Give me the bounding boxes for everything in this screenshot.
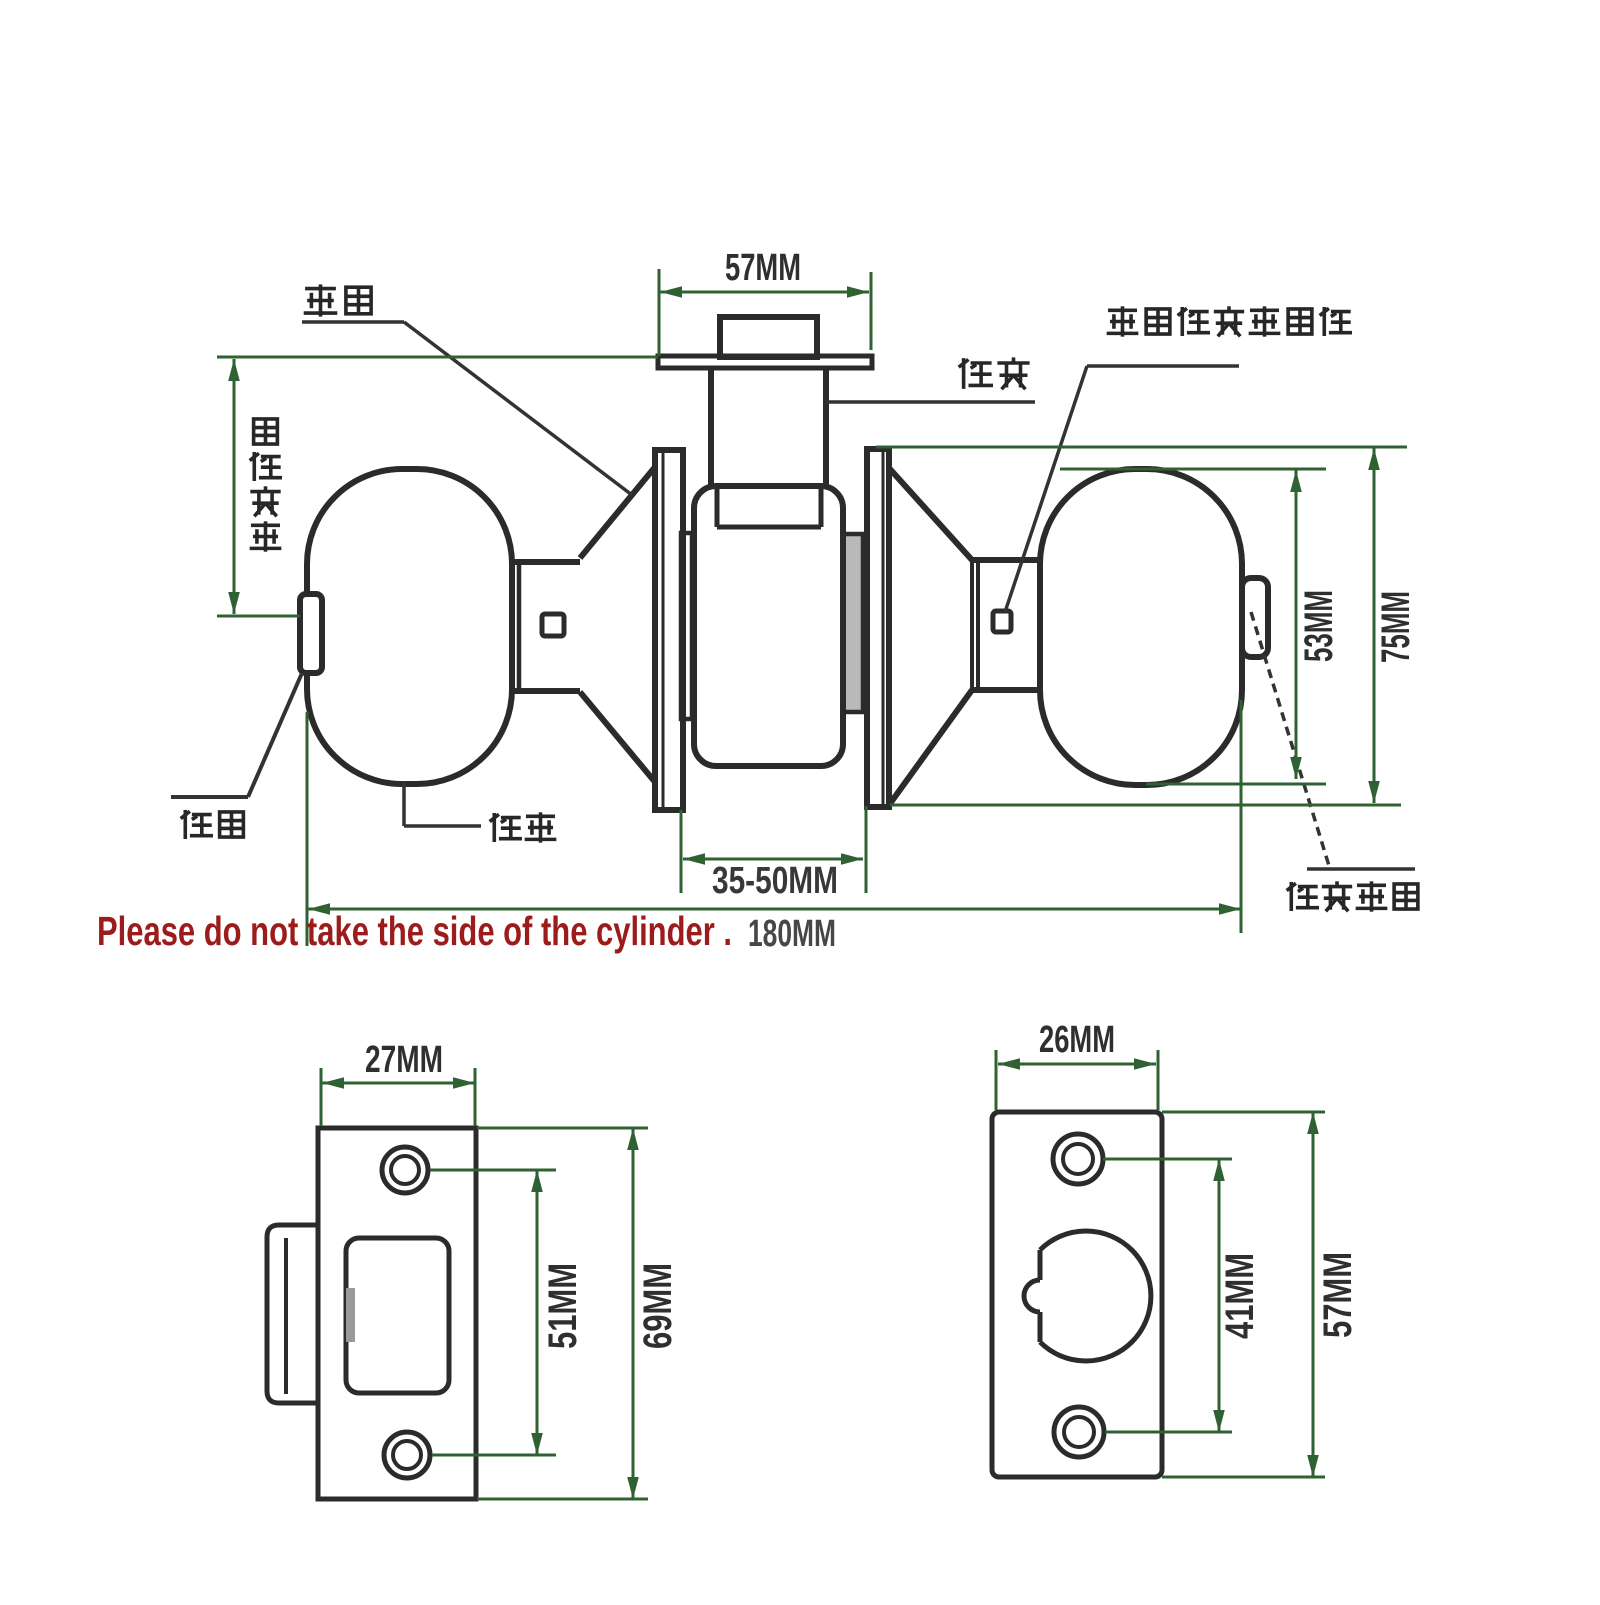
svg-text:180MM: 180MM xyxy=(748,913,836,955)
svg-text:51MM: 51MM xyxy=(541,1263,585,1349)
svg-text:Please do not take the side of: Please do not take the side of the cylin… xyxy=(97,908,732,954)
svg-text:35-50MM: 35-50MM xyxy=(712,860,838,902)
svg-text:26MM: 26MM xyxy=(1039,1019,1115,1061)
svg-text:27MM: 27MM xyxy=(365,1039,443,1081)
svg-text:41MM: 41MM xyxy=(1218,1253,1262,1339)
svg-text:57MM: 57MM xyxy=(725,247,801,289)
svg-text:53MM: 53MM xyxy=(1297,590,1341,662)
svg-text:69MM: 69MM xyxy=(636,1263,680,1349)
svg-text:75MM: 75MM xyxy=(1374,591,1418,663)
svg-text:57MM: 57MM xyxy=(1316,1252,1360,1338)
